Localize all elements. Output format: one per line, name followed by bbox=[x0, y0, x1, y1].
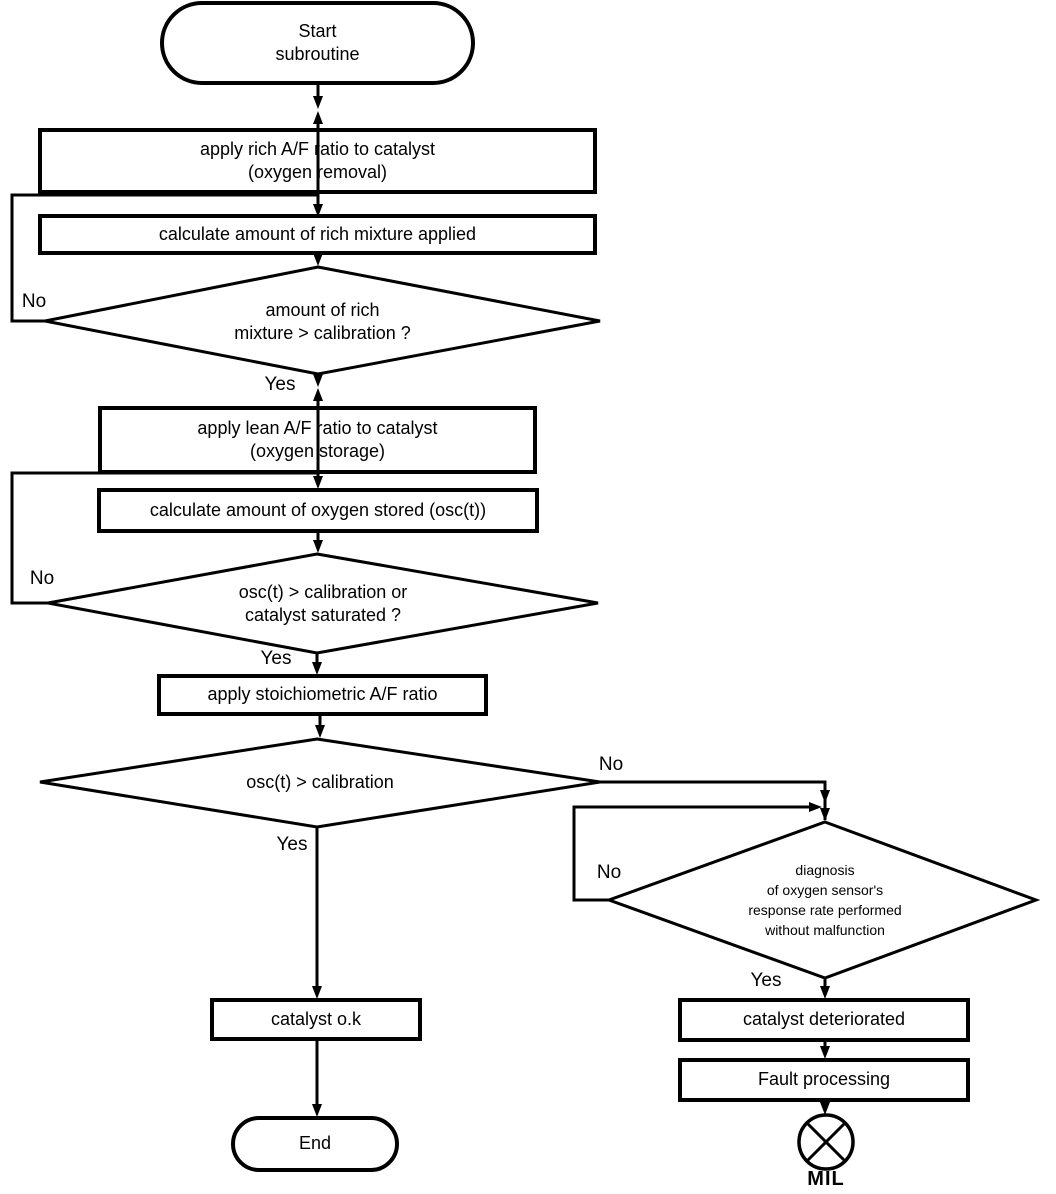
process-apply-stoich-shape bbox=[157, 674, 488, 716]
edge-label-final-check-no: No bbox=[598, 753, 624, 775]
decision-sensor-check-label: diagnosis of oxygen sensor's response ra… bbox=[748, 862, 902, 938]
arrowhead-to-final-check bbox=[315, 725, 325, 738]
process-catalyst-deteriorated-label: catalyst deteriorated bbox=[742, 1009, 906, 1030]
edge-final-check-no bbox=[600, 780, 827, 820]
arrowhead-to-rich-check bbox=[313, 253, 323, 266]
process-calc-rich-shape bbox=[38, 214, 597, 255]
process-apply-stoich-label: apply stoichiometric A/F ratio bbox=[207, 684, 438, 705]
edge-label-osc-check-no: No bbox=[29, 567, 55, 589]
edge-label-sensor-check-no: No bbox=[596, 861, 622, 883]
start-terminator-label: Start subroutine bbox=[275, 20, 360, 64]
end-terminator-label: End bbox=[298, 1133, 332, 1154]
start-terminator-shape bbox=[160, 1, 475, 85]
process-apply-lean-label: apply lean A/F ratio to catalyst (oxygen… bbox=[197, 417, 438, 461]
arrowhead-start-down bbox=[313, 96, 323, 109]
arrowhead-final-no-down-1 bbox=[820, 790, 830, 803]
edge-label-osc-check-yes: Yes bbox=[260, 647, 292, 669]
arrowhead-feedback2-up bbox=[313, 388, 323, 401]
process-calc-osc-shape bbox=[97, 488, 539, 533]
end-terminator-shape bbox=[231, 1116, 399, 1172]
edge-label-rich-check-yes: Yes bbox=[264, 373, 296, 395]
decision-osc-check-label: osc(t) > calibration or catalyst saturat… bbox=[238, 581, 408, 625]
decision-rich-check-label: amount of rich mixture > calibration ? bbox=[234, 299, 411, 343]
arrowhead-to-fault bbox=[820, 1046, 830, 1059]
arrowhead-sensor-feedback-right bbox=[809, 802, 822, 812]
edge-rich-check-no-feedback bbox=[10, 124, 320, 323]
edge-label-sensor-check-yes: Yes bbox=[750, 969, 782, 991]
edge-label-rich-check-no: No bbox=[21, 290, 47, 312]
arrowhead-to-mil bbox=[820, 1102, 830, 1115]
edge-osc-check-no-feedback bbox=[10, 401, 320, 605]
process-catalyst-ok-label: catalyst o.k bbox=[270, 1008, 362, 1029]
mil-label: MIL bbox=[807, 1168, 845, 1191]
arrowhead-to-calc-osc bbox=[313, 476, 323, 489]
process-fault-processing-shape bbox=[678, 1058, 970, 1102]
mil-lamp-cross-2 bbox=[805, 1121, 847, 1163]
edge-label-final-check-yes: Yes bbox=[276, 833, 308, 855]
process-fault-processing-label: Fault processing bbox=[757, 1069, 891, 1090]
arrowhead-to-calc-rich bbox=[313, 204, 323, 217]
decision-final-check-label: osc(t) > calibration bbox=[246, 772, 394, 793]
arrowhead-to-catalyst-ok bbox=[312, 986, 322, 999]
arrowhead-to-deteriorated bbox=[820, 986, 830, 999]
arrowhead-final-no-down-2 bbox=[820, 808, 830, 821]
arrowhead-rich-yes-down bbox=[313, 374, 323, 387]
process-calc-osc-label: calculate amount of oxygen stored (osc(t… bbox=[149, 499, 487, 520]
arrowhead-feedback1-up bbox=[313, 111, 323, 124]
process-apply-rich-label: apply rich A/F ratio to catalyst (oxygen… bbox=[199, 138, 436, 182]
process-calc-rich-label: calculate amount of rich mixture applied bbox=[158, 223, 477, 244]
arrowhead-to-apply-stoich bbox=[312, 662, 322, 675]
edge-sensor-check-no-feedback bbox=[572, 805, 809, 902]
arrowhead-to-end bbox=[312, 1104, 322, 1117]
arrowhead-to-osc-check bbox=[313, 540, 323, 553]
